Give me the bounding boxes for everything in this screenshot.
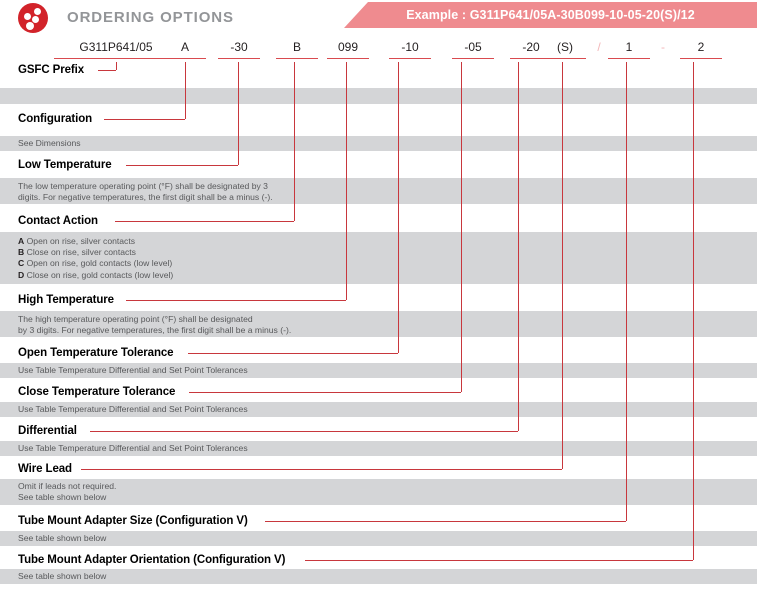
leader-tube-mount-size-horizontal xyxy=(265,521,626,522)
option-description: Omit if leads not required. See table sh… xyxy=(18,481,117,503)
option-description: Use Table Temperature Differential and S… xyxy=(18,365,248,375)
page-header: ORDERING OPTIONS Example : G311P641/05A-… xyxy=(0,0,757,36)
part-number-segment: G311P641/05 xyxy=(54,40,178,59)
part-number-segment: 1 xyxy=(608,40,650,59)
option-description: The high temperature operating point (°F… xyxy=(18,314,292,336)
leader-gsfc-prefix-horizontal xyxy=(98,70,116,71)
option-label: Low Temperature xyxy=(18,159,112,171)
page-title: ORDERING OPTIONS xyxy=(67,9,234,26)
option-label: Contact Action xyxy=(18,215,98,227)
option-description: See table shown below xyxy=(18,533,107,543)
leader-configuration-horizontal xyxy=(104,119,185,120)
four-dot-circle-logo-icon xyxy=(18,3,48,33)
logo-dot-bottom xyxy=(26,22,34,30)
example-part-number-banner: Example : G311P641/05A-30B099-10-05-20(S… xyxy=(344,2,757,28)
part-number-segment: B xyxy=(276,40,318,59)
option-description-band xyxy=(0,178,757,204)
option-label: High Temperature xyxy=(18,294,114,306)
option-label: Differential xyxy=(18,425,77,437)
part-number-segment: A xyxy=(164,40,206,59)
option-description: See Dimensions xyxy=(18,138,81,148)
option-description: See table shown below xyxy=(18,571,107,581)
leader-tube-mount-orient-vertical xyxy=(693,62,694,560)
leader-differential-horizontal xyxy=(90,431,518,432)
option-description: The low temperature operating point (°F)… xyxy=(18,181,273,203)
part-number-separator: - xyxy=(661,40,665,54)
leader-contact-action-horizontal xyxy=(115,221,294,222)
part-number-segment: -30 xyxy=(218,40,260,59)
leader-open-tolerance-vertical xyxy=(398,62,399,353)
leader-low-temperature-vertical xyxy=(238,62,239,165)
option-description-band xyxy=(0,531,757,546)
option-description-band xyxy=(0,232,757,284)
option-description-band xyxy=(0,311,757,337)
part-number-segment: 2 xyxy=(680,40,722,59)
option-label: GSFC Prefix xyxy=(18,64,85,76)
part-number-segment: -20 xyxy=(510,40,552,59)
leader-gsfc-prefix-vertical xyxy=(116,62,117,70)
option-label: Open Temperature Tolerance xyxy=(18,347,174,359)
leader-contact-action-vertical xyxy=(294,62,295,221)
leader-high-temperature-horizontal xyxy=(126,300,346,301)
leader-wire-lead-vertical xyxy=(562,62,563,469)
leader-open-tolerance-horizontal xyxy=(188,353,398,354)
option-label: Tube Mount Adapter Orientation (Configur… xyxy=(18,554,286,566)
leader-high-temperature-vertical xyxy=(346,62,347,300)
part-number-segment: (S) xyxy=(544,40,586,59)
leader-configuration-vertical xyxy=(185,62,186,119)
leader-close-tolerance-vertical xyxy=(461,62,462,392)
option-label: Configuration xyxy=(18,113,93,125)
option-description: Use Table Temperature Differential and S… xyxy=(18,443,248,453)
part-number-segment: -05 xyxy=(452,40,494,59)
leader-tube-mount-size-vertical xyxy=(626,62,627,521)
leader-wire-lead-horizontal xyxy=(81,469,562,470)
leader-differential-vertical xyxy=(518,62,519,431)
leader-close-tolerance-horizontal xyxy=(189,392,461,393)
part-number-segment: -10 xyxy=(389,40,431,59)
leader-low-temperature-horizontal xyxy=(126,165,238,166)
logo-dot-top xyxy=(34,8,41,15)
logo-dot-left xyxy=(24,13,31,20)
option-label: Wire Lead xyxy=(18,463,72,475)
part-number-segment: 099 xyxy=(327,40,369,59)
option-description-band xyxy=(0,136,757,151)
part-number-separator: / xyxy=(597,40,601,54)
logo-dot-middle xyxy=(32,16,39,23)
option-description-band xyxy=(0,479,757,505)
leader-tube-mount-orient-horizontal xyxy=(305,560,693,561)
option-description: Use Table Temperature Differential and S… xyxy=(18,404,248,414)
option-description-band xyxy=(0,363,757,378)
option-label: Close Temperature Tolerance xyxy=(18,386,176,398)
option-description-band xyxy=(0,441,757,456)
option-description-band xyxy=(0,569,757,584)
option-description-band xyxy=(0,88,757,104)
option-label: Tube Mount Adapter Size (Configuration V… xyxy=(18,515,248,527)
option-description-band xyxy=(0,402,757,417)
